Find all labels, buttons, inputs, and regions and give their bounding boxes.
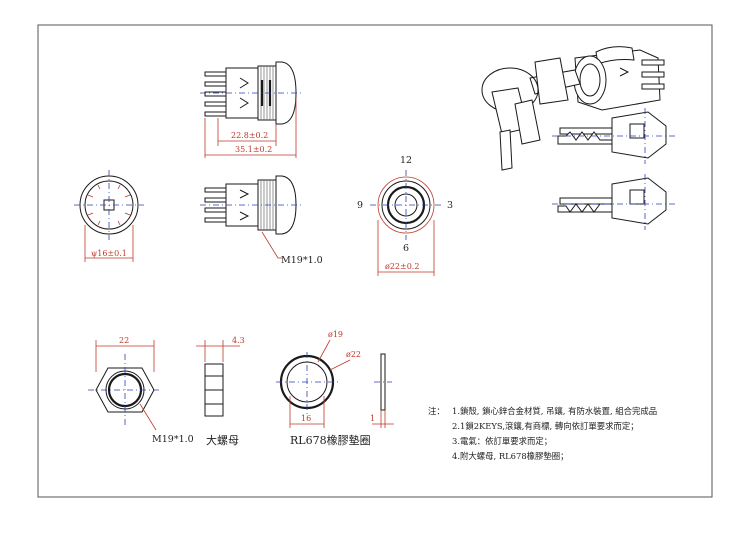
nut-name: 大螺母 — [206, 433, 239, 447]
washer-side: 1 — [370, 353, 394, 428]
product-illustration — [481, 46, 665, 171]
rear-view: ψ16±0.1 — [74, 170, 144, 262]
thread-label: M19*1.0 — [281, 255, 323, 266]
washer-dim-inner: ø19 — [328, 330, 343, 339]
nut-side: 4.3 — [196, 336, 245, 417]
note-line-2: 2.1鎖2KEYS,滾鑲,有商標, 轉向依訂單要求而定； — [452, 421, 639, 431]
clock-3: 3 — [447, 200, 453, 211]
washer-name: RL678橡膠墊圈 — [290, 433, 371, 447]
key-top — [552, 108, 676, 164]
note-line-3: 3.電氣：依訂單要求而定； — [452, 436, 552, 446]
clock-12: 12 — [400, 155, 412, 166]
washer-dim-16: 16 — [301, 414, 311, 423]
notes-block: 注： 1.鎖殼, 鎖心鋅合金材質, 吊鑲, 有防水裝置, 組合完成品 2.1鎖2… — [428, 406, 657, 461]
key-bottom — [552, 174, 676, 230]
dim-22-front: ø22±0.2 — [385, 262, 419, 271]
washer-dim-outer: ø22 — [346, 350, 361, 359]
side-view-threaded: M19*1.0 — [200, 175, 323, 266]
nut-side-dim: 4.3 — [232, 336, 245, 345]
side-view-pins — [204, 71, 228, 117]
notes-title: 注： — [428, 406, 445, 416]
dim-22-8: 22.8±0.2 — [231, 131, 268, 140]
dim-16: ψ16±0.1 — [91, 249, 127, 258]
nut-thread: M19*1.0 — [152, 434, 194, 445]
note-line-1: 1.鎖殼, 鎖心鋅合金材質, 吊鑲, 有防水裝置, 組合完成品 — [452, 406, 657, 416]
nut-front: 22 M19*1.0 — [88, 336, 194, 445]
dim-35-1: 35.1±0.2 — [235, 145, 272, 154]
washer-side-dim: 1 — [370, 414, 375, 423]
clock-6: 6 — [403, 243, 409, 254]
nut-dim-width: 22 — [119, 336, 129, 345]
side-view: 22.8±0.2 35.1±0.2 — [200, 61, 302, 158]
note-line-4: 4.附大螺母, RL678橡膠墊圈； — [452, 451, 569, 461]
sheet-border — [37, 24, 713, 498]
washer-front: ø19 ø22 16 — [276, 330, 361, 428]
clock-9: 9 — [357, 200, 363, 211]
front-view: 12 3 6 9 ø22±0.2 — [357, 155, 453, 276]
